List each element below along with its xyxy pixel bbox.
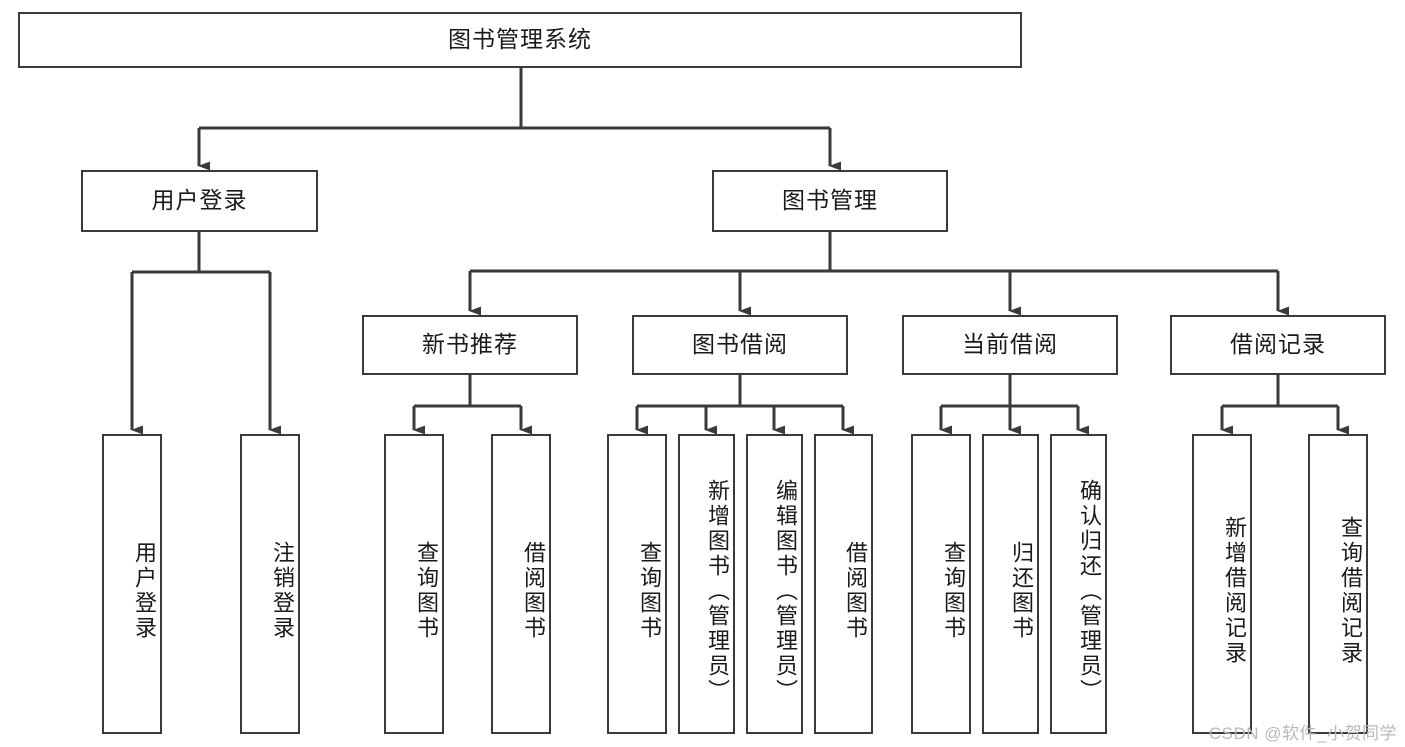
node-leaf-query-book-1[interactable]: 查询图书 [384, 434, 444, 734]
node-leaf-logout-label: 注销登录 [270, 541, 295, 641]
node-leaf-query-record-label: 查询借阅记录 [1338, 516, 1363, 666]
node-root[interactable]: 图书管理系统 [18, 12, 1022, 68]
node-leaf-user-login-label: 用户登录 [132, 541, 157, 641]
node-user-login[interactable]: 用户登录 [81, 170, 318, 232]
node-new-book-recommend-label: 新书推荐 [422, 331, 518, 358]
node-leaf-query-book-2-label: 查询图书 [637, 541, 662, 641]
node-book-management-label: 图书管理 [782, 187, 878, 214]
node-leaf-confirm-return-label: 确认归还（管理员） [1077, 478, 1102, 704]
node-leaf-query-book-3-label: 查询图书 [941, 541, 966, 641]
node-leaf-add-record-label: 新增借阅记录 [1222, 516, 1247, 666]
node-leaf-query-book-3[interactable]: 查询图书 [911, 434, 971, 734]
node-current-borrow[interactable]: 当前借阅 [902, 315, 1118, 375]
node-leaf-logout[interactable]: 注销登录 [240, 434, 300, 734]
node-book-management[interactable]: 图书管理 [712, 170, 948, 232]
node-leaf-confirm-return[interactable]: 确认归还（管理员） [1050, 434, 1107, 734]
node-leaf-user-login[interactable]: 用户登录 [102, 434, 162, 734]
csdn-watermark: CSDN @软件_小贺同学 [1208, 724, 1397, 743]
node-leaf-borrow-book-2[interactable]: 借阅图书 [814, 434, 873, 734]
node-leaf-query-book-2[interactable]: 查询图书 [607, 434, 667, 734]
node-new-book-recommend[interactable]: 新书推荐 [362, 315, 578, 375]
node-leaf-borrow-book-1[interactable]: 借阅图书 [491, 434, 551, 734]
node-leaf-add-book-label: 新增图书（管理员） [705, 478, 730, 704]
node-leaf-return-book[interactable]: 归还图书 [982, 434, 1039, 734]
node-leaf-query-book-1-label: 查询图书 [414, 541, 439, 641]
node-borrow-record-label: 借阅记录 [1230, 331, 1326, 358]
node-leaf-edit-book[interactable]: 编辑图书（管理员） [746, 434, 803, 734]
node-leaf-add-book[interactable]: 新增图书（管理员） [678, 434, 735, 734]
node-leaf-borrow-book-1-label: 借阅图书 [521, 541, 546, 641]
node-leaf-add-record[interactable]: 新增借阅记录 [1192, 434, 1252, 734]
node-leaf-edit-book-label: 编辑图书（管理员） [773, 478, 798, 704]
node-leaf-query-record[interactable]: 查询借阅记录 [1308, 434, 1368, 734]
node-borrow-record[interactable]: 借阅记录 [1170, 315, 1386, 375]
node-leaf-borrow-book-2-label: 借阅图书 [843, 541, 868, 641]
node-leaf-return-book-label: 归还图书 [1009, 541, 1034, 641]
node-book-borrow[interactable]: 图书借阅 [632, 315, 848, 375]
node-root-label: 图书管理系统 [448, 26, 592, 53]
node-current-borrow-label: 当前借阅 [962, 331, 1058, 358]
node-user-login-label: 用户登录 [151, 187, 248, 214]
node-book-borrow-label: 图书借阅 [692, 331, 788, 358]
